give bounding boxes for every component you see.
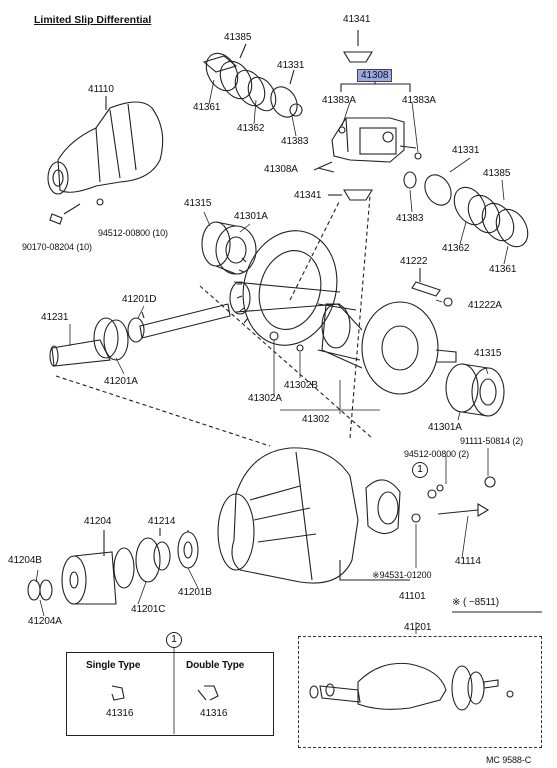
double-type-label: Double Type [186, 660, 245, 671]
part-41301a-right[interactable]: 41301A [428, 422, 462, 433]
part-41201d[interactable]: 41201D [122, 294, 157, 305]
part-41101[interactable]: 41101 [399, 591, 426, 602]
part-41201-assembly[interactable]: 41201 [404, 622, 432, 633]
part-41231[interactable]: 41231 [41, 312, 69, 323]
part-41331-right[interactable]: 41331 [452, 145, 480, 156]
part-41222a[interactable]: 41222A [468, 300, 502, 311]
part-91111-50814[interactable]: 91111-50814 (2) [460, 436, 524, 446]
part-41341-top[interactable]: 41341 [343, 14, 371, 25]
part-41383a-left[interactable]: 41383A [322, 95, 356, 106]
diagram-title: Limited Slip Differential [34, 14, 152, 26]
part-41385-top[interactable]: 41385 [224, 32, 252, 43]
part-41316-single[interactable]: 41316 [106, 708, 134, 719]
part-94512-00800-2[interactable]: 94512-00800 (2) [404, 449, 470, 459]
part-41302b[interactable]: 41302B [284, 380, 318, 391]
bracket-type-box [66, 652, 274, 736]
part-41383-right[interactable]: 41383 [396, 213, 424, 224]
part-41341-mid[interactable]: 41341 [294, 190, 322, 201]
part-41361-right[interactable]: 41361 [489, 264, 517, 275]
part-94531-01200[interactable]: ※94531-01200 [372, 570, 432, 580]
part-41383a-right[interactable]: 41383A [402, 95, 436, 106]
reference-circle-1: 1 [412, 462, 428, 478]
part-41308a[interactable]: 41308A [264, 164, 298, 175]
part-41214[interactable]: 41214 [148, 516, 176, 527]
part-41201a[interactable]: 41201A [104, 376, 138, 387]
part-41315-left[interactable]: 41315 [184, 198, 212, 209]
part-41201b[interactable]: 41201B [178, 587, 212, 598]
part-41204a[interactable]: 41204A [28, 616, 62, 627]
part-41204[interactable]: 41204 [84, 516, 112, 527]
production-range-note: ※ ( −8511) [452, 597, 499, 608]
part-41308-highlight[interactable]: 41308 [356, 69, 393, 82]
part-41362-right[interactable]: 41362 [442, 243, 470, 254]
part-94512-00800-10[interactable]: 94512-00800 (10) [98, 228, 168, 238]
diagram-code: MC 9588-C [486, 755, 532, 765]
part-41331-top[interactable]: 41331 [277, 60, 305, 71]
part-41316-double[interactable]: 41316 [200, 708, 228, 719]
part-90170-08204[interactable]: 90170-08204 (10) [22, 242, 92, 252]
assembly-dashed-box [298, 636, 542, 748]
part-41201c[interactable]: 41201C [131, 604, 166, 615]
part-41383-left[interactable]: 41383 [281, 136, 309, 147]
part-41302[interactable]: 41302 [302, 414, 330, 425]
part-41315-right[interactable]: 41315 [474, 348, 502, 359]
part-41114[interactable]: 41114 [455, 556, 481, 567]
reference-circle-1-box: 1 [166, 632, 182, 648]
part-41302a[interactable]: 41302A [248, 393, 282, 404]
part-41301a-left[interactable]: 41301A [234, 211, 268, 222]
part-41362-left[interactable]: 41362 [237, 123, 265, 134]
part-41361-left[interactable]: 41361 [193, 102, 221, 113]
single-type-label: Single Type [86, 660, 141, 671]
part-41222[interactable]: 41222 [400, 256, 428, 267]
part-41204b[interactable]: 41204B [8, 555, 42, 566]
part-41385-right[interactable]: 41385 [483, 168, 511, 179]
part-41110[interactable]: 41110 [88, 84, 114, 95]
